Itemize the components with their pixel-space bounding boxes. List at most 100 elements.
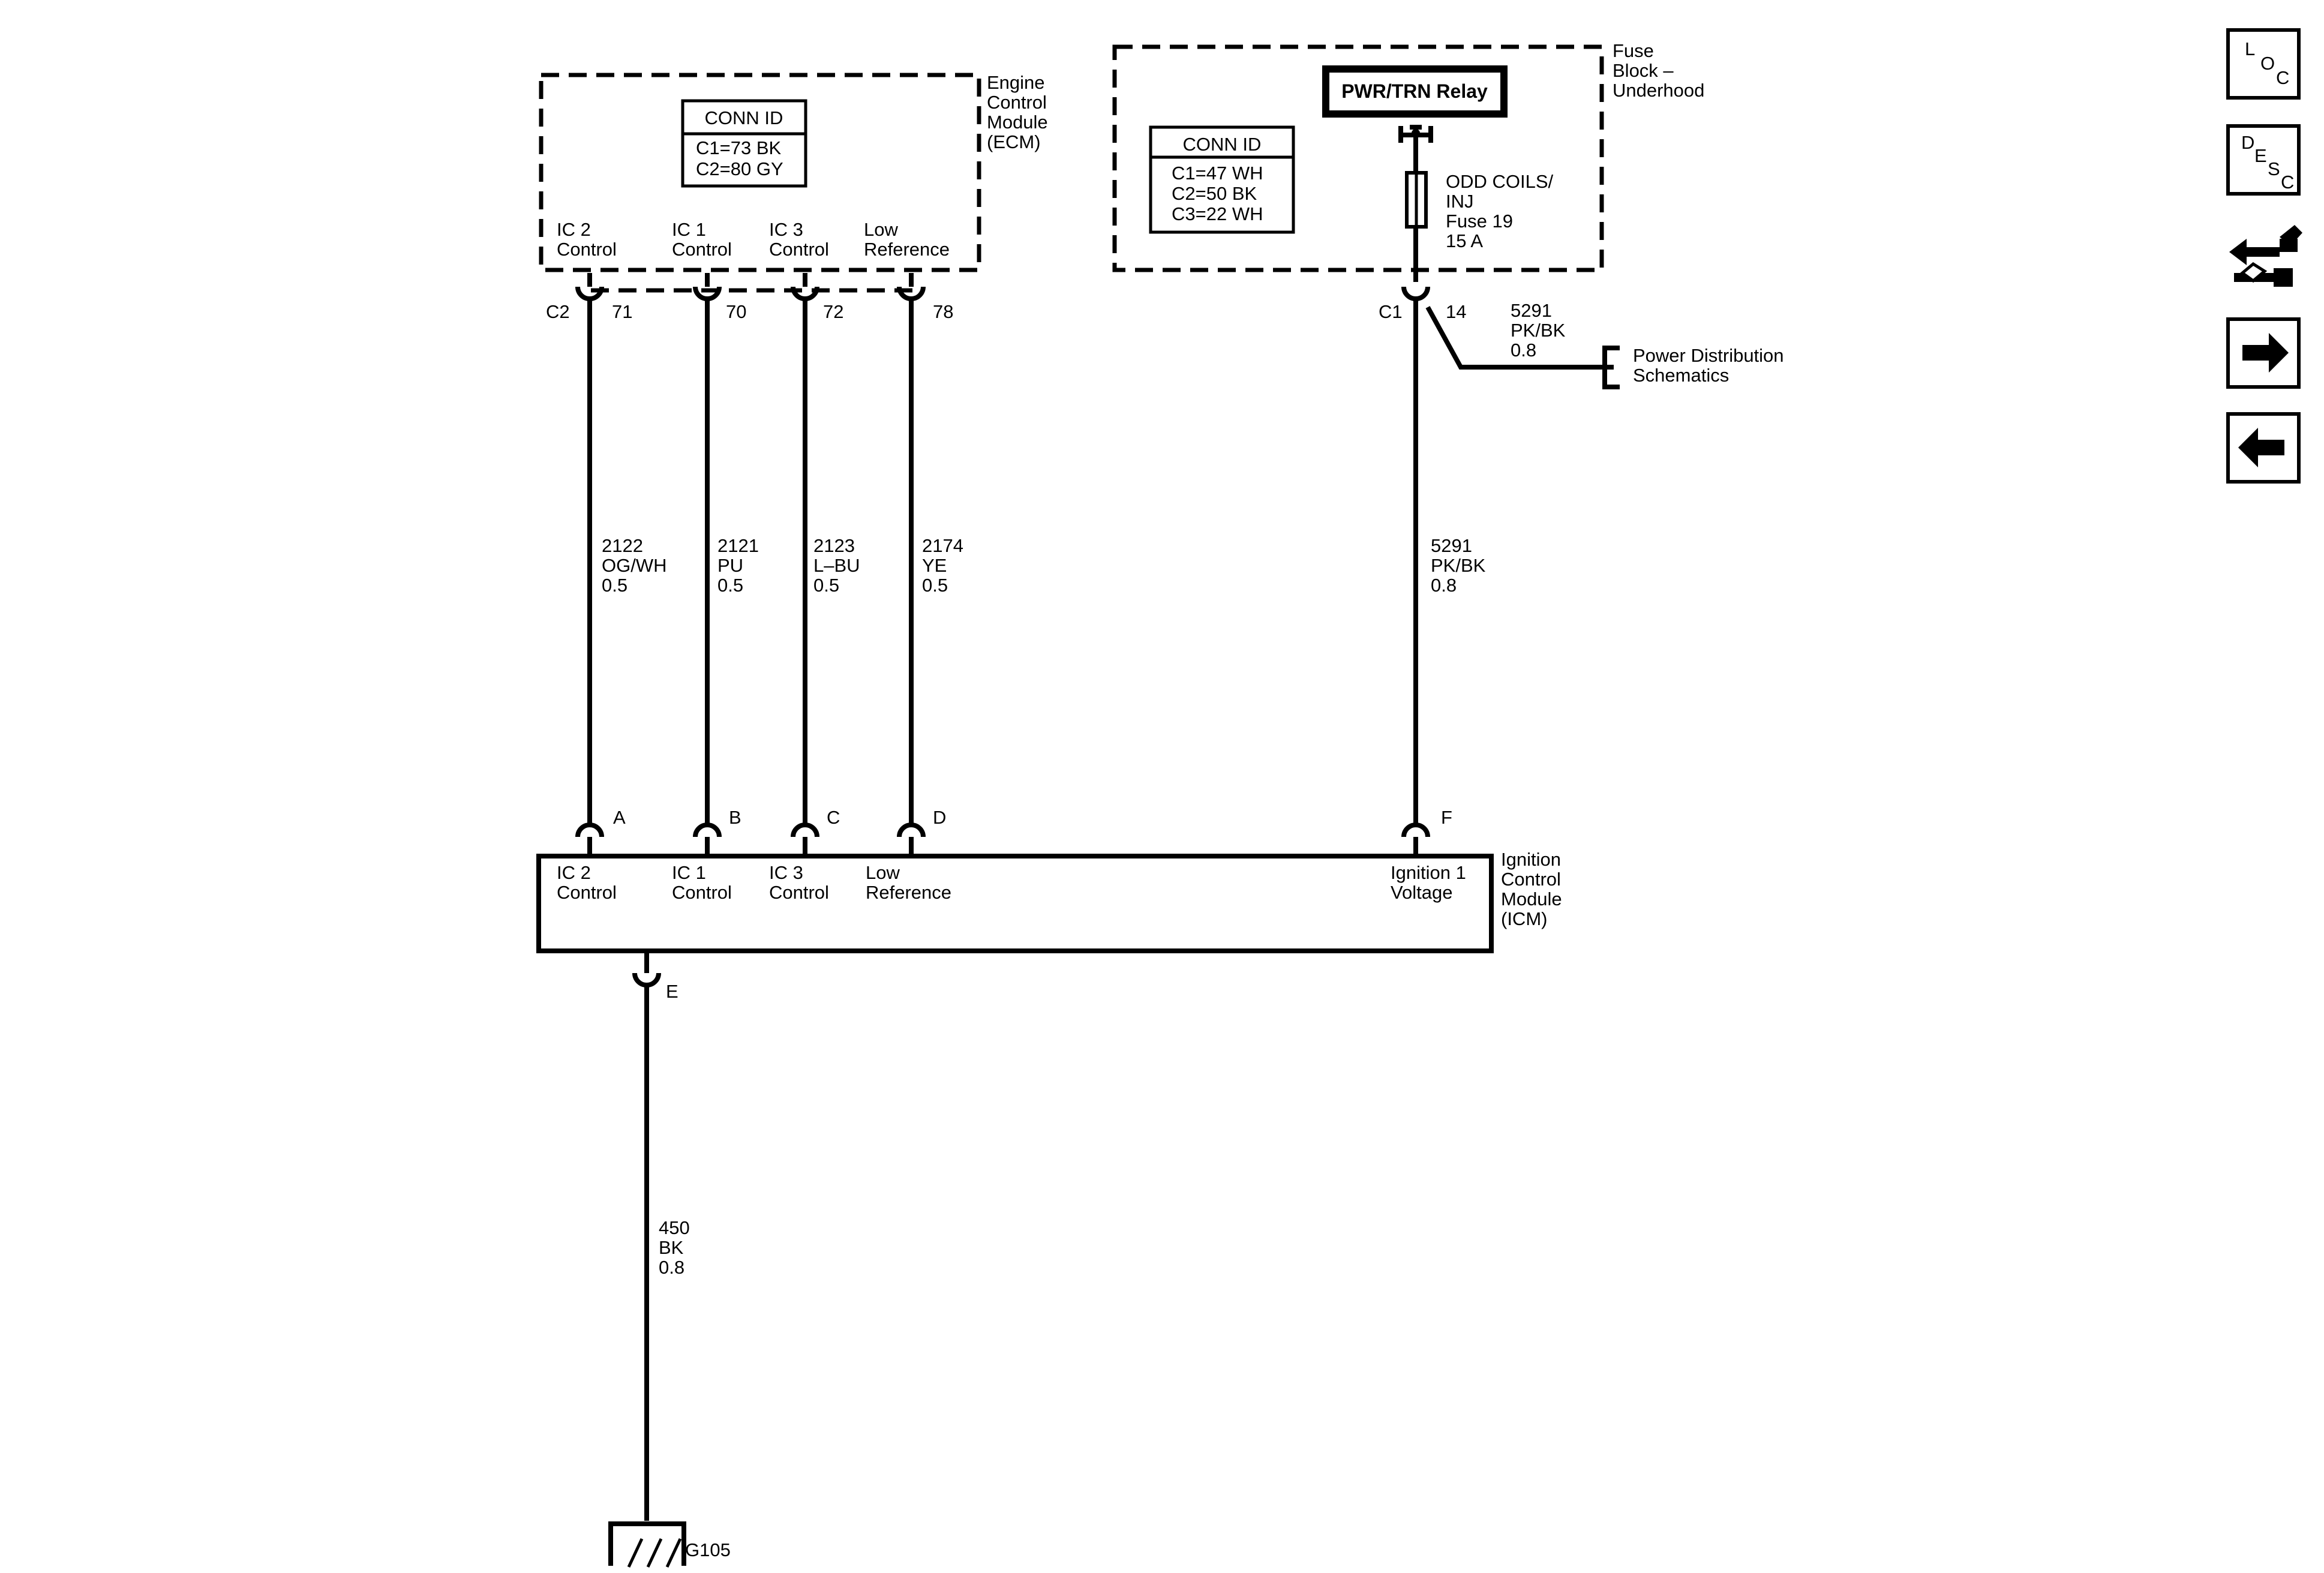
ecm-pin-ic2-label-1: IC 2	[557, 219, 591, 240]
icm-pin-lowref-label-2: Reference	[866, 882, 951, 903]
wire-2123-label-3: 0.5	[813, 575, 839, 596]
icm-pin-letter-f: F	[1441, 807, 1452, 828]
ecm-conn-id-c2: C2=80 GY	[696, 158, 783, 179]
terminal-c2-78	[897, 286, 926, 301]
power-distribution-link-1[interactable]: Power Distribution	[1633, 345, 1784, 366]
ecm-pin-number-70: 70	[726, 301, 746, 322]
relay-label: PWR/TRN Relay	[1341, 80, 1488, 102]
previous-button[interactable]	[2226, 412, 2301, 484]
icm-pin-ic2-label-1: IC 2	[557, 862, 591, 883]
wires	[587, 299, 1620, 825]
fuse-label-line-1: ODD COILS/	[1446, 171, 1554, 192]
wire-450-label-3: 0.8	[659, 1257, 684, 1278]
ground-label: G105	[685, 1539, 731, 1560]
icm-name-line-2: Control	[1501, 869, 1561, 890]
previous-arrow-icon	[2238, 428, 2284, 467]
ecm-name-line-2: Control	[987, 92, 1047, 113]
fuse-label-line-2: INJ	[1446, 191, 1474, 212]
connector-views-icon	[2229, 225, 2302, 287]
icm-pin-lowref-label-1: Low	[866, 862, 900, 883]
fuse-block-underhood: Fuse Block – Underhood PWR/TRN Relay ODD…	[1112, 40, 1704, 322]
power-distribution-link-2[interactable]: Schematics	[1633, 365, 1729, 386]
terminal-icm-d	[897, 822, 926, 837]
terminal-icm-b	[693, 822, 722, 837]
icm-pin-letter-c: C	[827, 807, 840, 828]
fuse-block-pin-number: 14	[1446, 301, 1466, 322]
desc-letter-e: E	[2254, 145, 2267, 166]
wire-2122-label-1: 2122	[602, 535, 643, 556]
loc-letter-c: C	[2276, 67, 2289, 88]
power-distribution-bracket	[1602, 346, 1620, 389]
wire-5291-label-1: 5291	[1431, 535, 1472, 556]
icm-pin-ic1-label-2: Control	[672, 882, 732, 903]
icm-pin-ign1-label-1: Ignition 1	[1391, 862, 1466, 883]
ground-symbol	[608, 1521, 686, 1568]
ignition-control-module: A B C D F IC 2 Control IC 1 Control IC 3…	[536, 807, 1562, 1002]
wire-labels: 2122 OG/WH 0.5 2121 PU 0.5 2123 L–BU 0.5…	[602, 300, 1784, 596]
terminal-c2-71	[575, 286, 604, 301]
ecm-pin-ic2-label-2: Control	[557, 239, 617, 260]
ecm-pin-number-71: 71	[612, 301, 632, 322]
icm-pin-letter-b: B	[729, 807, 741, 828]
engine-control-module: Engine Control Module (ECM) CONN ID C1=7…	[539, 72, 1048, 322]
icm-pin-ic2-label-2: Control	[557, 882, 617, 903]
wire-5291-splice	[1425, 306, 1614, 370]
fuse-block-connector-label: C1	[1379, 301, 1403, 322]
ecm-pin-number-72: 72	[823, 301, 843, 322]
description-icon: D E S C	[2241, 132, 2294, 193]
fuse-block-outline	[1112, 44, 1604, 272]
terminal-icm-e	[632, 972, 661, 987]
splice-wire-label-1: 5291	[1511, 300, 1552, 321]
next-button[interactable]	[2226, 317, 2301, 389]
terminal-c1-14	[1401, 286, 1430, 301]
splice-wire-label-2: PK/BK	[1511, 320, 1566, 341]
description-button[interactable]: D E S C	[2226, 124, 2301, 196]
fuse-conn-id-c1: C1=47 WH	[1172, 163, 1263, 184]
fuse-label-line-4: 15 A	[1446, 230, 1483, 251]
desc-letter-s: S	[2268, 158, 2280, 179]
icm-pin-ic1-label-1: IC 1	[672, 862, 706, 883]
wire-2174-label-3: 0.5	[922, 575, 948, 596]
icm-outline	[536, 854, 1494, 953]
ecm-pin-lowref-label-1: Low	[864, 219, 898, 240]
wire-2121-label-2: PU	[717, 555, 743, 576]
icm-name-line-1: Ignition	[1501, 849, 1561, 870]
relay-output-terminal	[1398, 125, 1433, 173]
terminal-c2-70	[693, 286, 722, 301]
ecm-pin-ic3-label-2: Control	[769, 239, 829, 260]
nav-toolbar: L O C D E S C	[2224, 28, 2302, 484]
fuse-block-name-line-2: Block –	[1613, 60, 1674, 81]
icm-pin-letter-a: A	[613, 807, 626, 828]
icm-pin-ic3-label-2: Control	[769, 882, 829, 903]
ecm-name-line-3: Module	[987, 112, 1048, 133]
fuse-conn-id-title: CONN ID	[1183, 134, 1262, 155]
ecm-conn-id-title: CONN ID	[705, 107, 783, 128]
component-loc-button[interactable]: L O C	[2226, 28, 2301, 100]
ecm-connector-label: C2	[546, 301, 570, 322]
terminal-icm-a	[575, 822, 604, 837]
splice-wire-label-3: 0.8	[1511, 340, 1536, 361]
terminal-icm-c	[791, 822, 819, 837]
desc-letter-c: C	[2281, 172, 2294, 193]
connector-views-button[interactable]	[2224, 217, 2302, 292]
fuse-block-conn-id-table: CONN ID C1=47 WH C2=50 BK C3=22 WH	[1149, 125, 1295, 234]
ecm-name-line-4: (ECM)	[987, 131, 1041, 152]
component-loc-icon: L O C	[2245, 38, 2289, 88]
wire-2174-label-1: 2174	[922, 535, 963, 556]
ecm-pin-ic1-label-2: Control	[672, 239, 732, 260]
icm-pin-ic3-label-1: IC 3	[769, 862, 803, 883]
ecm-pin-lowref-label-2: Reference	[864, 239, 950, 260]
wire-5291-label-2: PK/BK	[1431, 555, 1486, 576]
fuse-label-line-3: Fuse 19	[1446, 211, 1513, 232]
fuse-19-symbol	[1405, 171, 1428, 282]
pwr-trn-relay: PWR/TRN Relay	[1322, 65, 1508, 118]
fuse-conn-id-c3: C3=22 WH	[1172, 203, 1263, 224]
ecm-pin-ic1-label-1: IC 1	[672, 219, 706, 240]
ecm-conn-id-table: CONN ID C1=73 BK C2=80 GY	[681, 99, 807, 188]
terminal-c2-72	[791, 286, 819, 301]
icm-ground-pin-letter: E	[666, 981, 678, 1002]
wire-2122-label-2: OG/WH	[602, 555, 667, 576]
next-arrow-icon	[2242, 333, 2289, 373]
ecm-terminals	[575, 273, 926, 301]
